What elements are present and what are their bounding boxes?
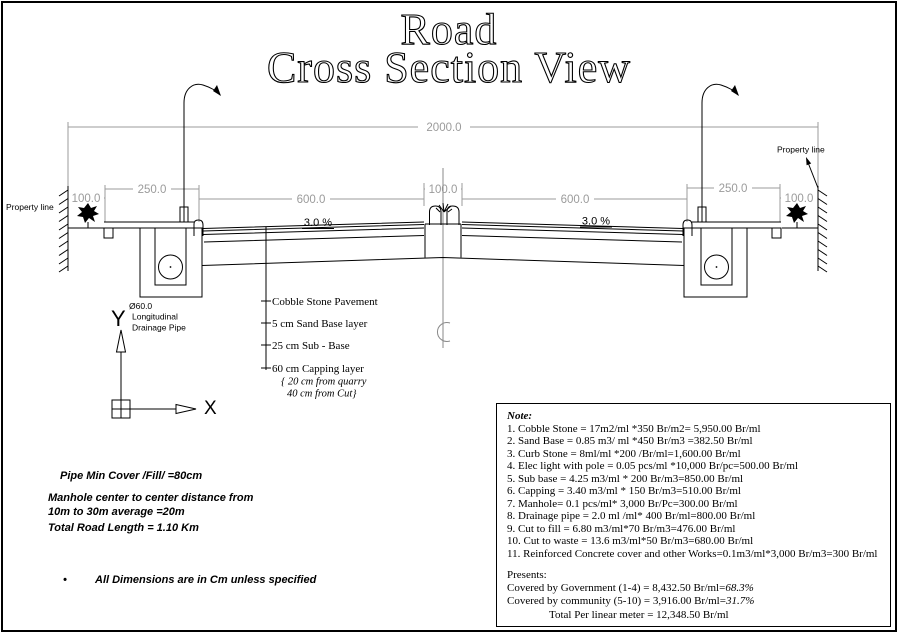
note-dimensions-bullet: All Dimensions are in Cm unless specifie…: [95, 574, 317, 586]
presents-heading: Presents:: [507, 568, 547, 581]
dimension-labels: 2000.0 100.0 250.0 600.0 100.0 600.0 250…: [67, 122, 818, 206]
cost-note-box: Note: 1. Cobble Stone = 17m2/ml *350 Br/…: [496, 403, 891, 627]
note-pipe-cover: Pipe Min Cover /Fill/ =80cm: [60, 470, 203, 482]
page-title: Road: [401, 5, 498, 54]
note-item: 8. Drainage pipe = 2.0 ml /ml* 400 Br/ml…: [507, 510, 756, 523]
layer-label-capping-note2: 40 cm from Cut}: [287, 389, 357, 400]
ucs-axis-icon: Y X: [111, 306, 217, 419]
bullet-marker: •: [63, 574, 67, 586]
left-sidewalk: [103, 219, 204, 239]
axis-y-label: Y: [111, 306, 126, 331]
note-road-length: Total Road Length = 1.10 Km: [48, 522, 199, 534]
tree-icon: [77, 203, 99, 223]
note-manhole-1: Manhole center to center distance from: [48, 492, 254, 504]
axis-x-label: X: [204, 398, 217, 419]
light-arrow-icon-right: [731, 85, 739, 96]
capping-bottom-line: [201, 256, 685, 266]
right-manhole: [683, 227, 748, 298]
pavement-layers: [201, 221, 685, 266]
dim-right-verge: 100.0: [785, 193, 814, 205]
layer-label-sand: 5 cm Sand Base layer: [272, 318, 368, 330]
covered-gov-pct: 68.3%: [725, 582, 754, 595]
right-street-light: [697, 83, 739, 223]
note-item: 11. Reinforced Concrete cover and other …: [507, 547, 878, 560]
tree-icon-right: [786, 203, 808, 223]
drainage-dia-label: Ø60.0: [129, 301, 152, 311]
left-property-line: [58, 186, 69, 273]
left-curb: [193, 219, 204, 236]
right-property-line: [817, 186, 828, 273]
note-item: 10. Cut to waste = 13.6 m3/ml*50 Br/m3=6…: [507, 535, 754, 548]
layer-label-capping: 60 cm Capping layer: [272, 363, 364, 375]
layer-leader: [261, 227, 271, 370]
right-drainage-pipe: [704, 254, 729, 280]
median-curb-right: [446, 205, 460, 225]
layer-label-capping-note1: { 20 cm from quarry: [281, 377, 367, 388]
note-item: 7. Manhole= 0.1 pcs/ml* 3,000 Br/Pc=300.…: [507, 497, 738, 510]
centerline-symbol: [437, 316, 451, 348]
covered-com-pct: 31.7%: [725, 595, 755, 608]
median-curb-left: [429, 205, 442, 225]
slope-label-right: 3.0 %: [582, 216, 610, 228]
note-manhole-2: 10m to 30m average =20m: [48, 506, 185, 518]
note-item: 3. Curb Stone = 8ml/ml *200 /Br/ml=1,600…: [507, 447, 741, 460]
slope-label-left: 3.0 %: [304, 217, 332, 229]
layer-label-cobble: Cobble Stone Pavement: [272, 296, 378, 308]
note-item: 2. Sand Base = 0.85 m3/ ml *450 Br/m3 =3…: [507, 435, 753, 448]
left-street-light: [179, 83, 221, 223]
layer-label-subbase: 25 cm Sub - Base: [272, 340, 350, 352]
dim-left-carriageway: 600.0: [297, 194, 326, 206]
light-arrow-icon: [213, 85, 221, 96]
dim-left-verge: 100.0: [72, 193, 101, 205]
property-line-label-left: Property line: [6, 202, 54, 212]
right-curb: [682, 219, 693, 236]
title-block: Road Cross Section View: [266, 4, 631, 92]
total-per-meter-line: Total Per linear meter = 12,348.50 Br/ml: [549, 608, 729, 621]
dim-right-carriageway: 600.0: [561, 194, 590, 206]
right-sidewalk: [682, 219, 782, 239]
median: [424, 202, 462, 258]
road-centerline: [437, 168, 451, 348]
note-item: 5. Sub base = 4.25 m3/ml * 200 Br/m3=850…: [507, 472, 744, 485]
property-line-label-right: Property line: [777, 145, 825, 155]
grass-icon: [435, 202, 453, 213]
drainage-label-1: Longitudinal: [132, 312, 178, 322]
property-line-leader: [806, 157, 819, 189]
note-item: 1. Cobble Stone = 17m2/ml *350 Br/m2= 5,…: [507, 423, 761, 435]
note-item: 4. Elec light with pole = 0.05 pcs/ml *1…: [507, 460, 799, 473]
covered-com-line: Covered by community (5-10) = 3,916.00 B…: [507, 595, 755, 608]
presents-block: Presents: Covered by Government (1-4) = …: [507, 569, 884, 622]
left-drainage-pipe: [158, 254, 183, 280]
covered-gov-line: Covered by Government (1-4) = 8,432.50 B…: [507, 582, 754, 595]
dim-right-sidewalk: 250.0: [719, 183, 748, 195]
drainage-label-2: Drainage Pipe: [132, 323, 186, 333]
leader-arrowhead-icon: [806, 157, 812, 166]
page-subtitle: Cross Section View: [267, 43, 631, 92]
dim-overall: 2000.0: [426, 122, 461, 134]
note-box-heading: Note:: [507, 410, 533, 422]
left-manhole: [139, 227, 203, 298]
note-item: 6. Capping = 3.40 m3/ml * 150 Br/m3=510.…: [507, 485, 741, 498]
dim-left-sidewalk: 250.0: [138, 184, 167, 196]
note-item: 9. Cut to fill = 6.80 m3/ml*70 Br/m3=476…: [507, 522, 736, 535]
